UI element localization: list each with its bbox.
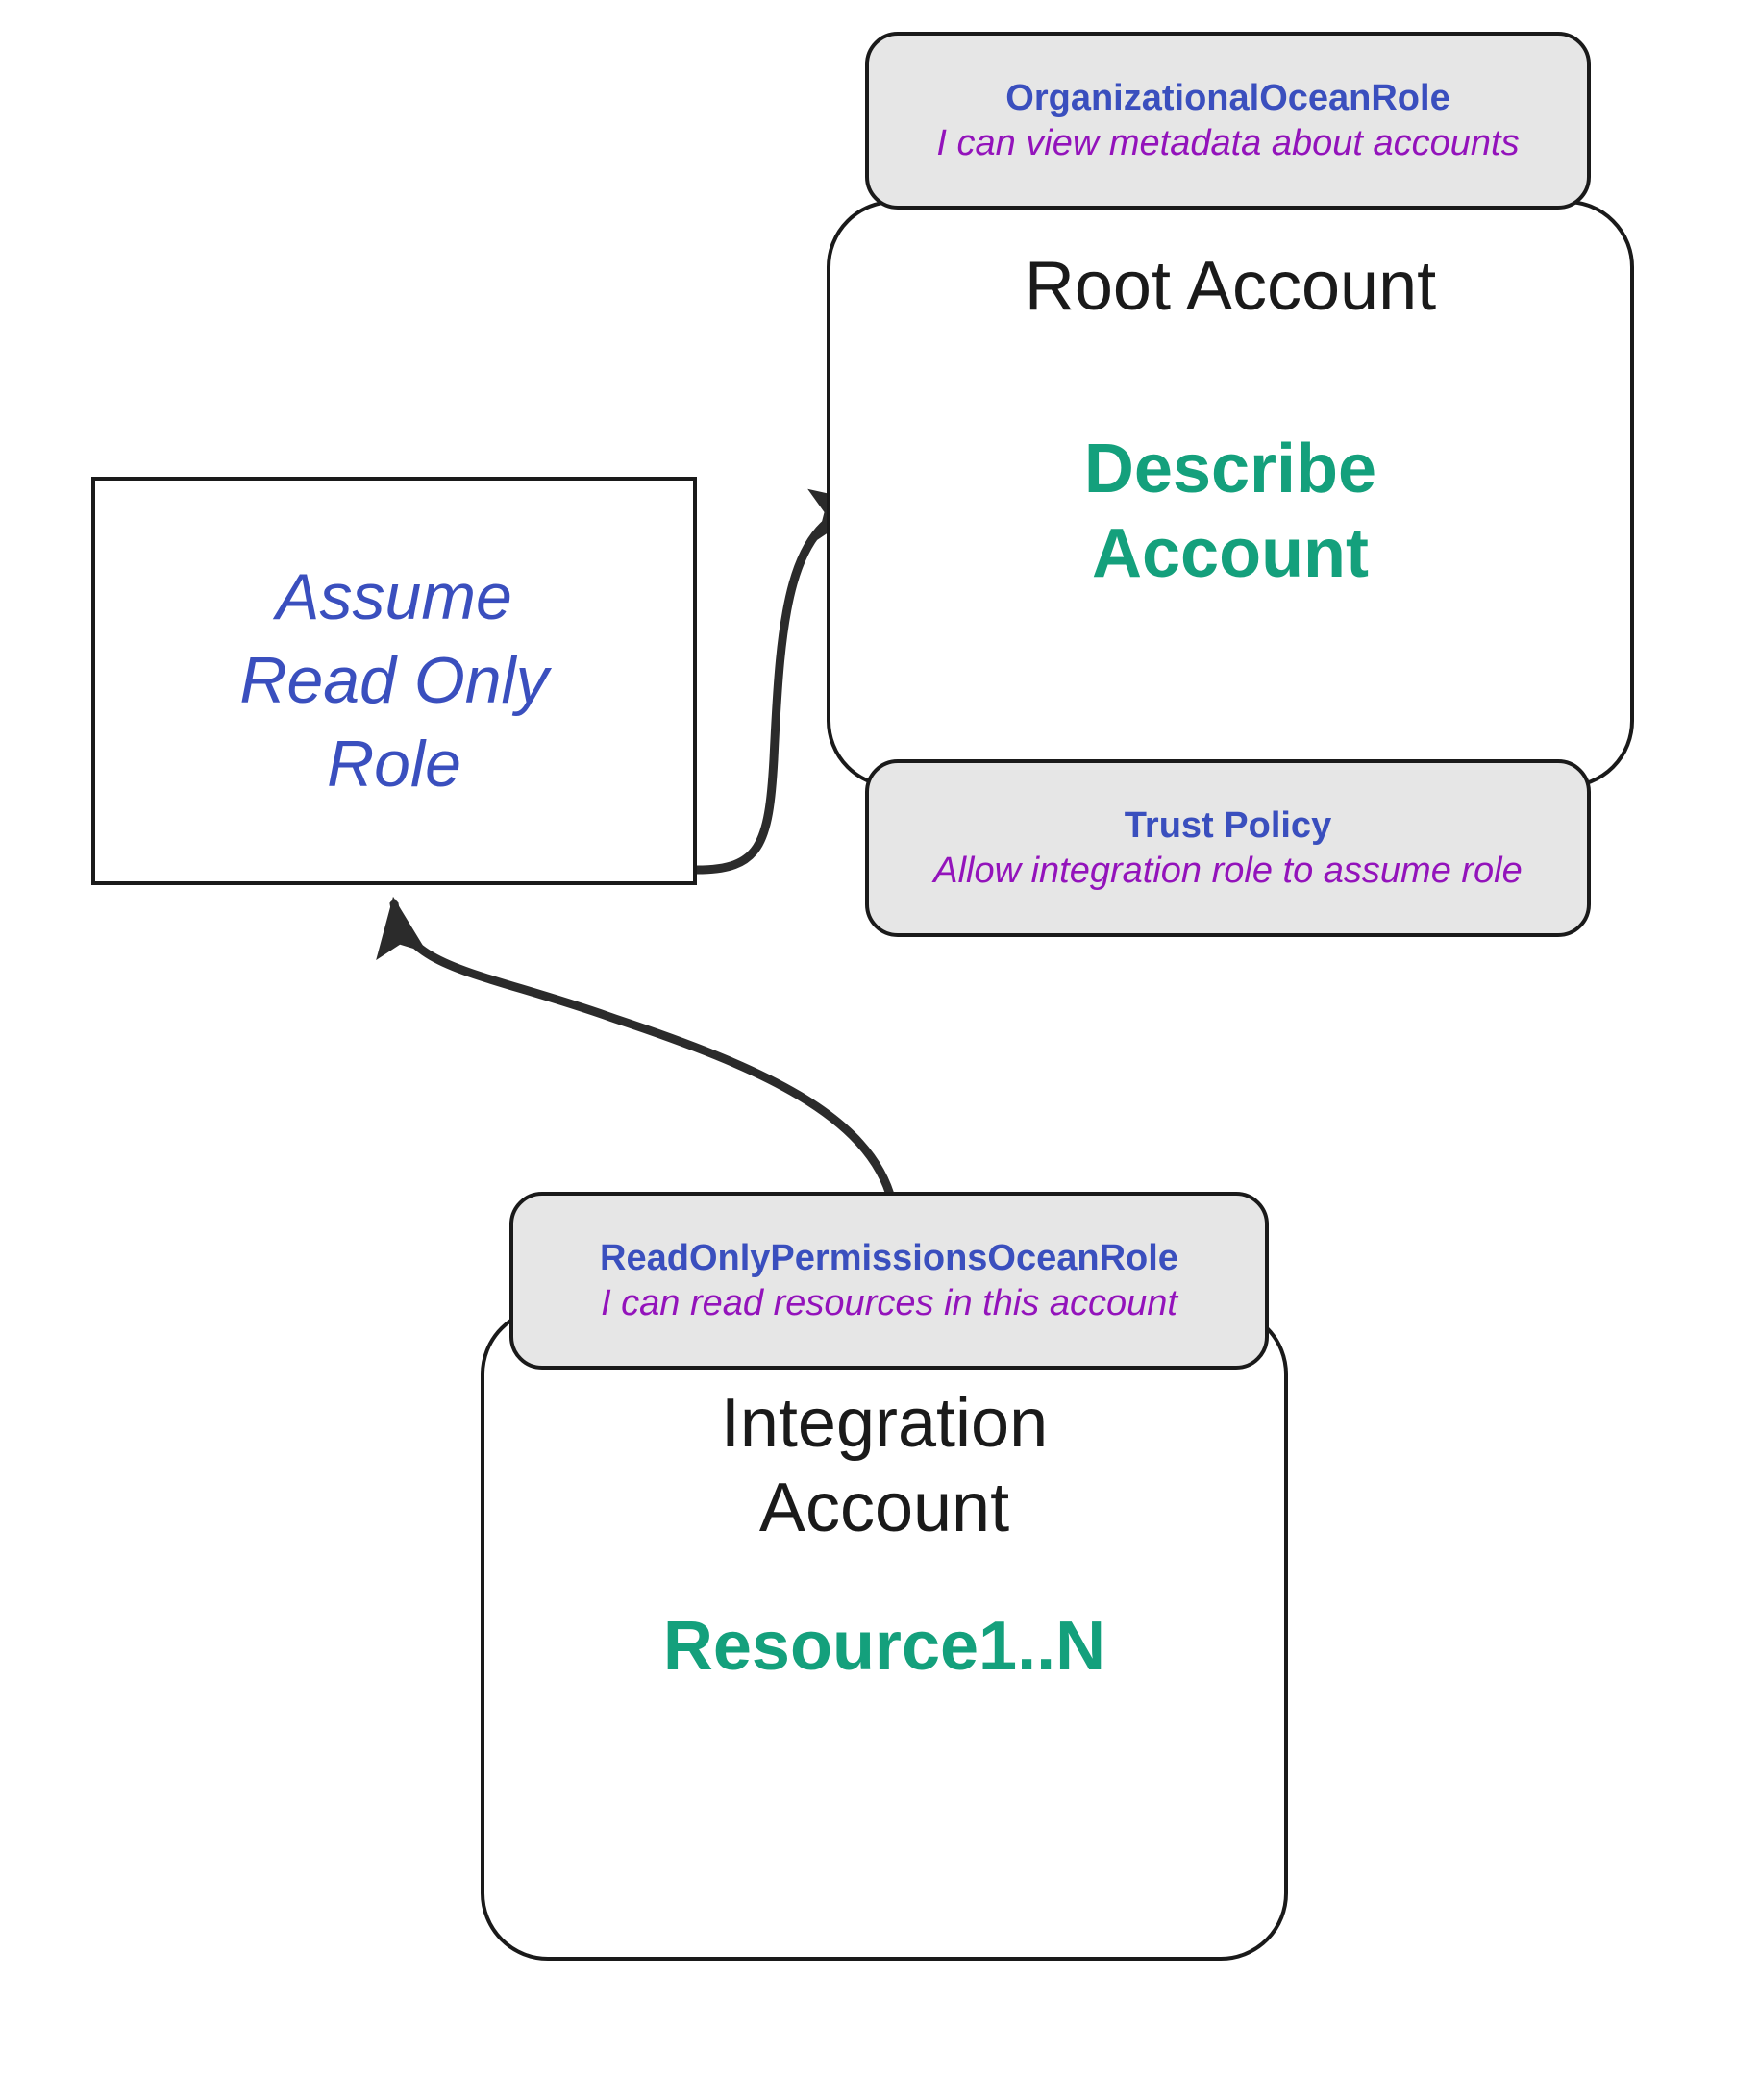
edge-integration-to-assume	[376, 896, 897, 1206]
integration-account-title: Integration Account	[720, 1385, 1049, 1546]
trust-policy-description: Allow integration role to assume role	[933, 850, 1523, 891]
trust-policy-title: Trust Policy	[1124, 805, 1332, 847]
organizational-ocean-role-title: OrganizationalOceanRole	[1005, 78, 1450, 119]
trust-policy-note[interactable]: Trust Policy Allow integration role to a…	[865, 759, 1591, 937]
readonly-permissions-ocean-role-description: I can read resources in this account	[601, 1282, 1177, 1323]
root-account-title: Root Account	[1024, 248, 1437, 325]
integration-account-box[interactable]	[481, 1307, 1288, 1961]
integration-account-resource-label: Resource1..N	[662, 1608, 1106, 1685]
root-account-resource-label: Describe Account	[1083, 431, 1377, 592]
assume-read-only-role-box[interactable]: Assume Read Only Role	[91, 477, 697, 885]
organizational-ocean-role-note[interactable]: OrganizationalOceanRole I can view metad…	[865, 32, 1591, 210]
assume-read-only-role-label: Assume Read Only Role	[239, 559, 549, 802]
readonly-permissions-ocean-role-title: ReadOnlyPermissionsOceanRole	[600, 1238, 1178, 1279]
readonly-permissions-ocean-role-note[interactable]: ReadOnlyPermissionsOceanRole I can read …	[509, 1192, 1269, 1370]
organizational-ocean-role-description: I can view metadata about accounts	[936, 122, 1520, 163]
